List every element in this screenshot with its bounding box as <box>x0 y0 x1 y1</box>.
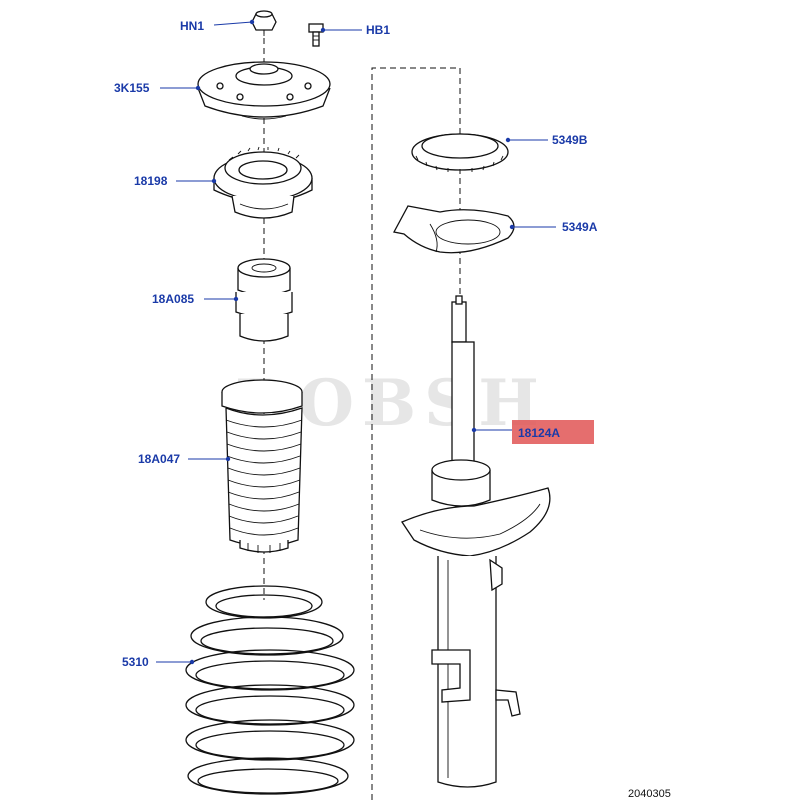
bump-stop-18a085 <box>235 258 293 342</box>
insulator-5349a <box>393 205 515 254</box>
callout-label-18124a: 18124A <box>518 426 560 440</box>
coil-spring-5310 <box>185 585 355 795</box>
callout-5349a: 5349A <box>509 220 598 234</box>
callout-label-3k155: 3K155 <box>114 81 150 95</box>
callout-label-hb1: HB1 <box>366 23 390 37</box>
callout-label-18a047: 18A047 <box>138 452 180 466</box>
insulator-5349b <box>411 133 509 173</box>
callout-label-hn1: HN1 <box>180 19 204 33</box>
callout-18198: 18198 <box>134 174 217 188</box>
bolt-hb1 <box>308 23 324 47</box>
callout-label-18198: 18198 <box>134 174 168 188</box>
callout-5310: 5310 <box>122 655 195 669</box>
callout-5349b: 5349B <box>505 133 588 147</box>
callout-18a085: 18A085 <box>152 292 239 306</box>
callout-18124a: 18124A <box>471 420 594 444</box>
reference-number: 2040305 <box>628 788 671 800</box>
callout-hn1: HN1 <box>180 19 255 33</box>
callout-18a047: 18A047 <box>138 452 231 466</box>
nut-hn1 <box>251 10 277 36</box>
top-mount-3k155 <box>197 61 331 120</box>
callout-label-5310: 5310 <box>122 655 149 669</box>
spring-seat-18198 <box>213 146 313 219</box>
callout-label-18a085: 18A085 <box>152 292 194 306</box>
callout-label-5349b: 5349B <box>552 133 588 147</box>
callout-label-5349a: 5349A <box>562 220 598 234</box>
right-assembly-bracket <box>371 67 461 800</box>
dust-boot-18a047 <box>221 379 303 553</box>
callout-highlight-18124a <box>512 420 594 444</box>
callout-hb1: HB1 <box>320 23 390 37</box>
callout-3k155: 3K155 <box>114 81 201 95</box>
strut-18124a <box>401 295 551 788</box>
